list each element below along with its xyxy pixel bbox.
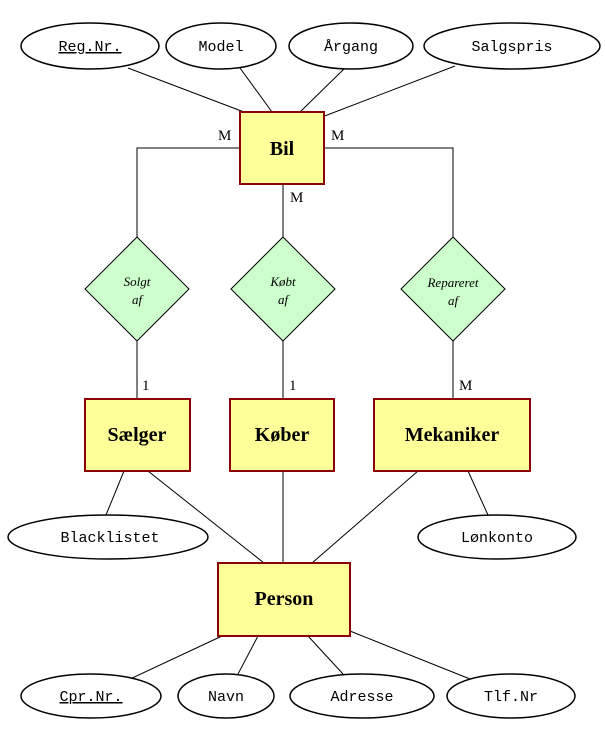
attribute-adresse-label: Adresse <box>330 689 393 706</box>
line-saelger-person <box>147 470 265 564</box>
svg-text:af: af <box>132 292 145 307</box>
attribute-salgspris: Salgspris <box>423 22 601 70</box>
entity-bil-label: Bil <box>270 138 295 160</box>
entity-bil: Bil <box>239 111 325 185</box>
svg-text:Repareret: Repareret <box>426 275 478 290</box>
relationship-repareret-af: Repareret af <box>400 236 506 342</box>
entity-saelger: Sælger <box>84 398 191 472</box>
relationship-solgt-line-1: Solgt <box>124 274 151 289</box>
line-person-tlfnr <box>349 630 471 680</box>
attribute-cpr-nr: Cpr.Nr. <box>20 673 162 719</box>
attribute-blacklistet-label: Blacklistet <box>60 530 159 547</box>
svg-text:Købt: Købt <box>269 274 296 289</box>
attribute-navn-label: Navn <box>208 689 244 706</box>
line-regnr-bil <box>127 67 245 113</box>
attribute-aargang: Årgang <box>288 22 414 70</box>
line-model-bil <box>239 67 273 113</box>
cardinality-repareret-mekaniker: M <box>459 378 472 394</box>
cardinality-koebt-koeber: 1 <box>289 378 297 394</box>
line-mekaniker-person <box>311 470 419 564</box>
attribute-loenkonto: Lønkonto <box>417 514 577 560</box>
svg-text:Solgt: Solgt <box>124 274 151 289</box>
entity-mekaniker-label: Mekaniker <box>405 424 500 446</box>
attribute-reg-nr: Reg.Nr. <box>20 22 160 70</box>
entity-mekaniker: Mekaniker <box>373 398 531 472</box>
line-mekaniker-loenkonto <box>467 470 489 516</box>
line-salgspris-bil <box>321 65 456 118</box>
entity-person: Person <box>217 562 351 637</box>
attribute-blacklistet: Blacklistet <box>7 514 209 560</box>
entity-saelger-label: Sælger <box>108 424 167 446</box>
cardinality-bil-koebt: M <box>290 190 303 206</box>
relationship-koebt-line-2: af <box>278 292 291 307</box>
line-person-adresse <box>307 635 344 675</box>
attribute-model: Model <box>165 22 277 70</box>
attribute-model-label: Model <box>198 39 243 56</box>
relationship-koebt-line-1: Købt <box>269 274 296 289</box>
relationship-koebt-af: Købt af <box>230 236 336 342</box>
attribute-loenkonto-label: Lønkonto <box>461 530 533 547</box>
svg-text:af: af <box>448 293 461 308</box>
attribute-navn: Navn <box>177 673 275 719</box>
entity-koeber-label: Køber <box>255 424 310 446</box>
attribute-aargang-label: Årgang <box>324 39 378 56</box>
attribute-cpr-nr-label: Cpr.Nr. <box>59 689 122 706</box>
relationship-repareret-line-2: af <box>448 293 461 308</box>
line-aargang-bil <box>299 67 346 113</box>
relationship-solgt-line-2: af <box>132 292 145 307</box>
cardinality-solgt-saelger: 1 <box>142 378 150 394</box>
attribute-reg-nr-label: Reg.Nr. <box>58 39 121 56</box>
svg-text:af: af <box>278 292 291 307</box>
attribute-tlf-nr-label: Tlf.Nr <box>484 689 538 706</box>
cardinality-bil-solgt: M <box>218 128 231 144</box>
attribute-salgspris-label: Salgspris <box>471 39 552 56</box>
line-person-navn <box>237 635 259 675</box>
entity-koeber: Køber <box>229 398 335 472</box>
line-bil-solgt <box>136 147 240 237</box>
relationship-solgt-af: Solgt af <box>84 236 190 342</box>
attribute-adresse: Adresse <box>289 673 435 719</box>
entity-person-label: Person <box>255 588 314 610</box>
relationship-repareret-line-1: Repareret <box>426 275 478 290</box>
line-saelger-blacklistet <box>105 470 125 516</box>
cardinality-bil-repareret: M <box>331 128 344 144</box>
line-bil-repareret <box>324 147 454 237</box>
connector-lines <box>105 65 489 687</box>
attribute-tlf-nr: Tlf.Nr <box>446 673 576 719</box>
